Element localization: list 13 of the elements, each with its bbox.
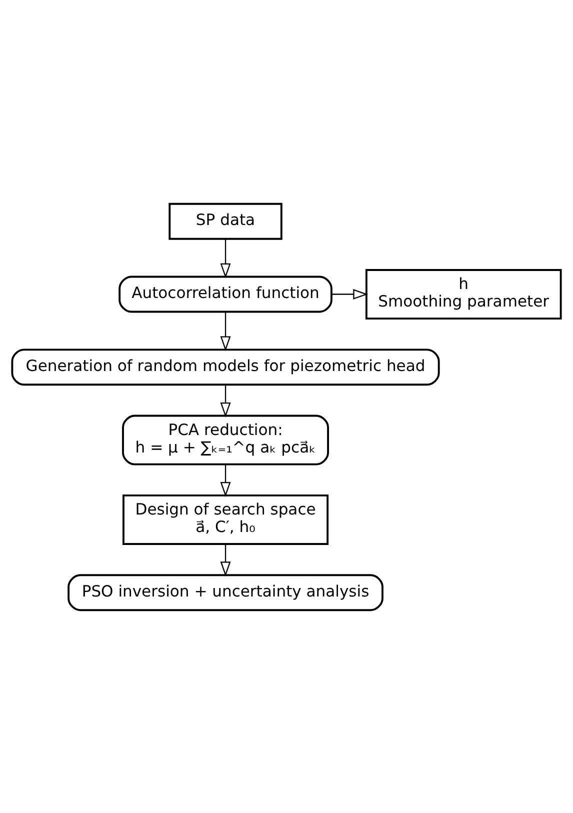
node-box: h Smoothing parameter xyxy=(365,268,562,320)
node-box: Generation of random models for piezometric head xyxy=(11,348,440,386)
node-box: PSO inversion + uncertainty analysis xyxy=(68,574,384,611)
node-box: Autocorrelation function xyxy=(118,275,332,312)
arrow xyxy=(220,464,231,496)
arrow xyxy=(220,312,231,351)
arrow xyxy=(220,238,231,278)
arrow xyxy=(220,544,231,576)
node-box: Design of search space a⃗, C′, h₀ xyxy=(122,494,329,544)
node-box: PCA reduction: h = μ + ∑ₖ₌₁^q aₖ pca⃗ₖ xyxy=(122,414,330,465)
node-box: SP data xyxy=(168,202,282,240)
arrow xyxy=(332,288,368,300)
arrow xyxy=(220,384,231,417)
